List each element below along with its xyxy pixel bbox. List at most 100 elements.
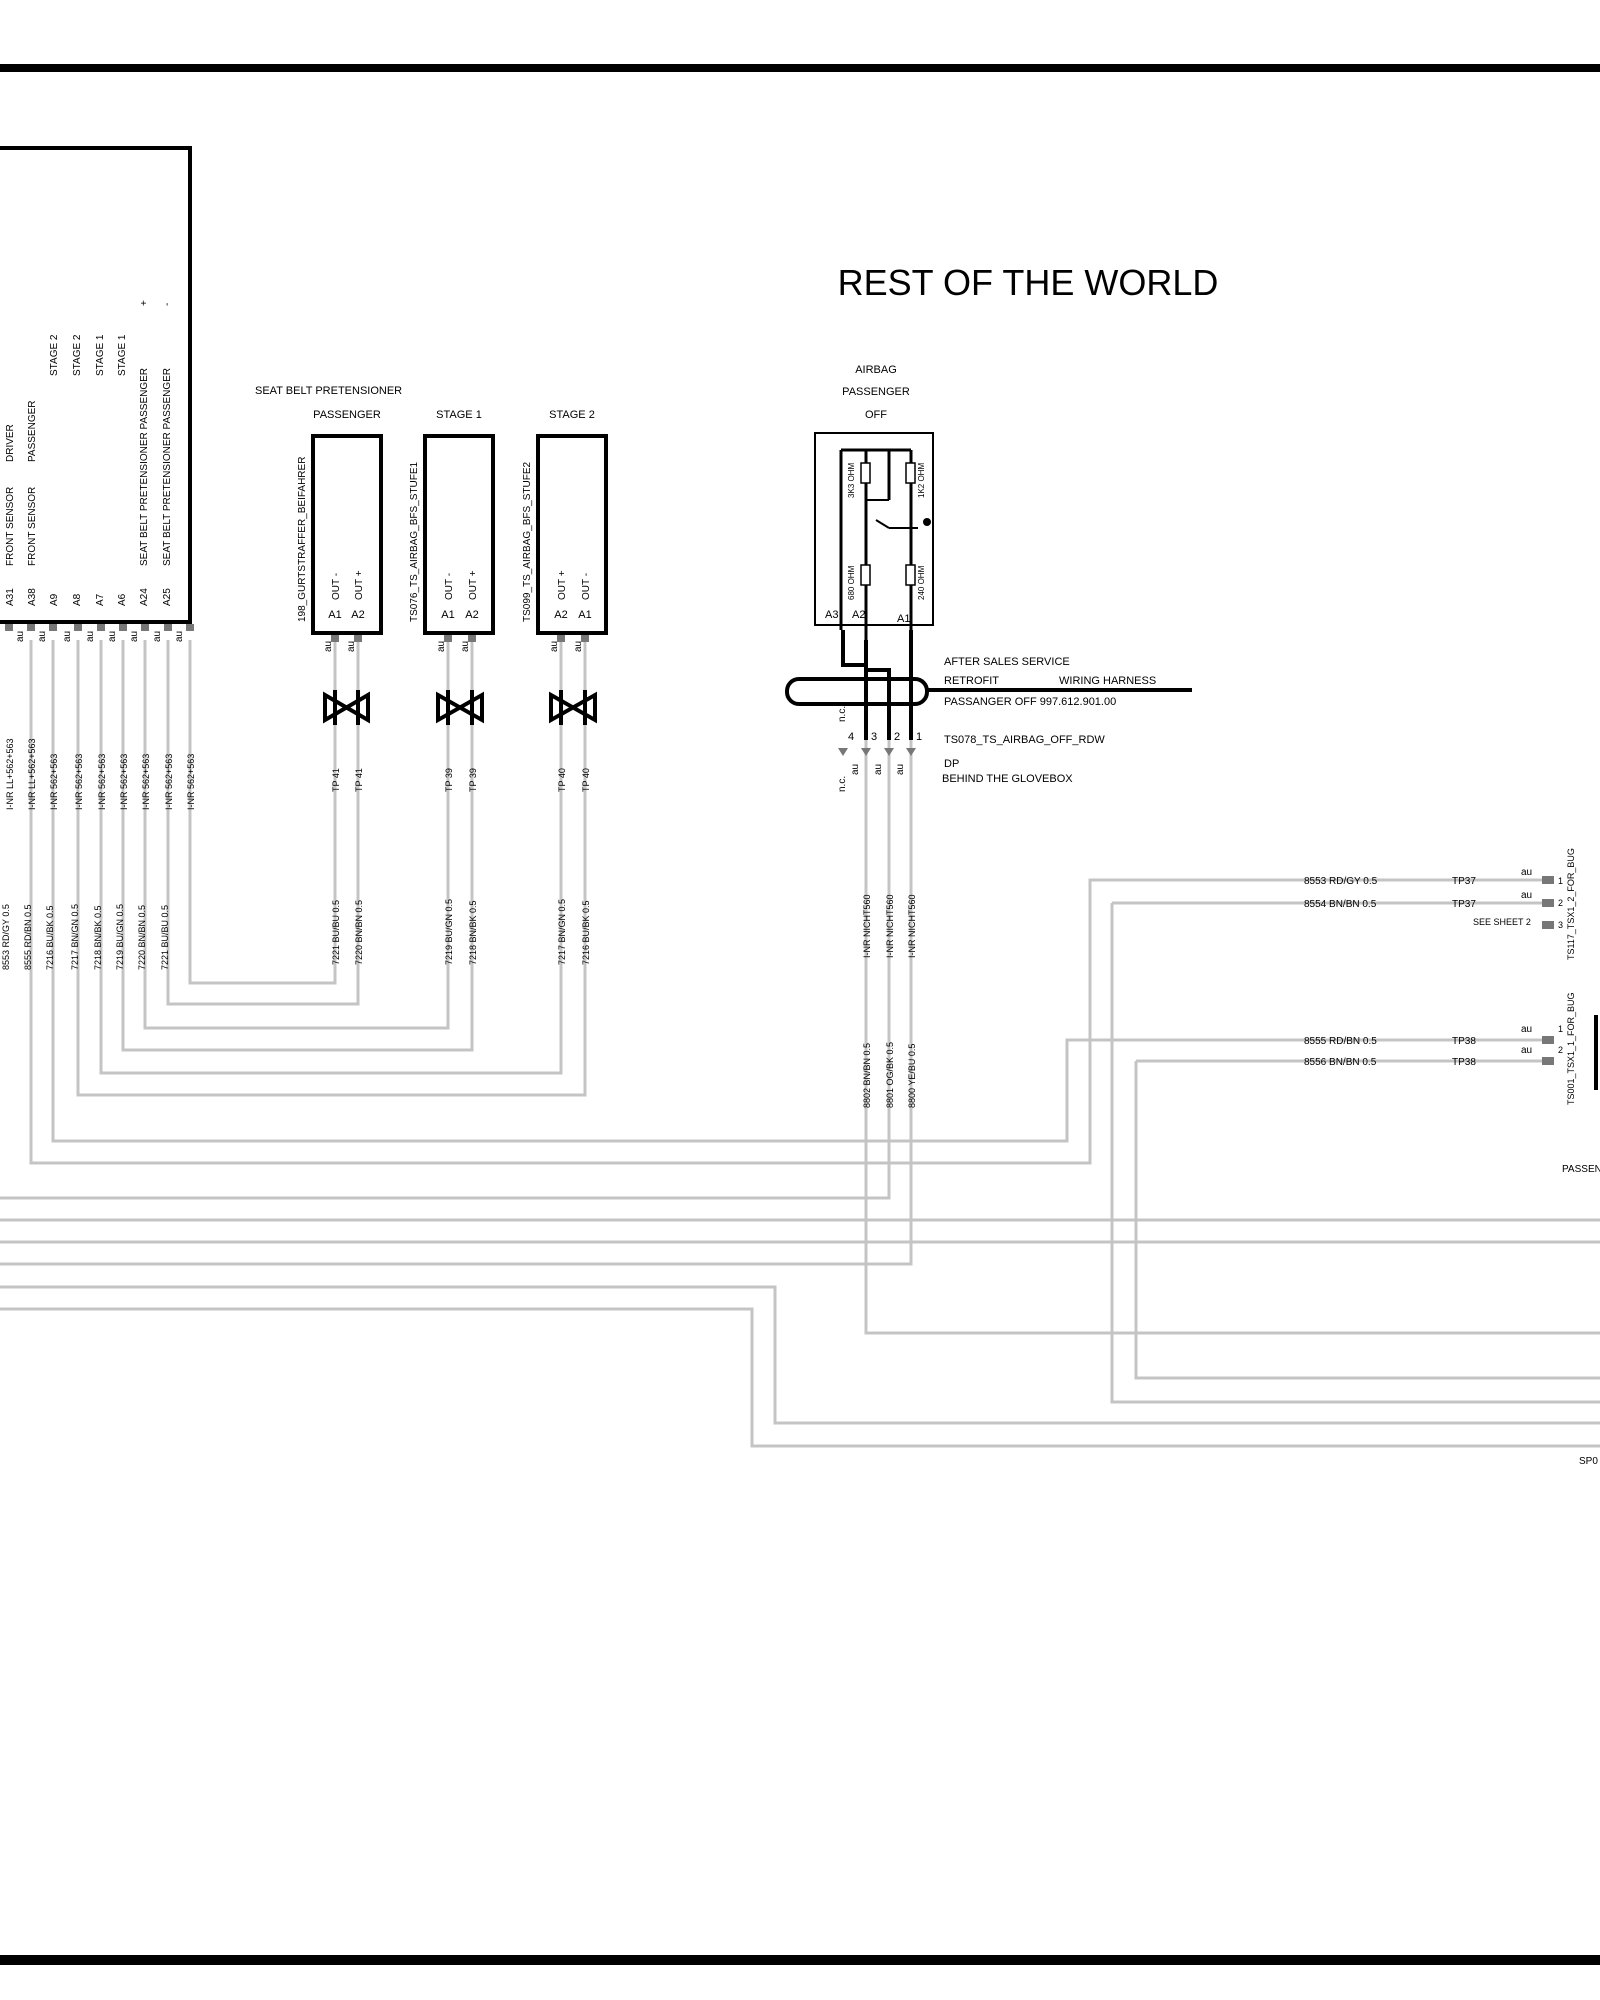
cu-au-6: au [129,631,140,642]
cu-pin-tick-5 [119,624,127,631]
switch-wire-label-2: 8800 YE/BU 0.5 [907,1044,917,1108]
upper-see-sheet: SEE SHEET 2 [1473,917,1531,927]
resistor-label-1k2: 1K2 OHM [917,463,926,498]
switch-conn-pin-4: 4 [848,731,854,743]
cu-pin-a6: A6 [117,593,128,606]
cu-pin-sub-1: PASSENGER [27,401,38,463]
pretensioner-wire-3-1: 7216 BU/BK 0.5 [581,900,591,965]
note-connector-name: TS078_TS_AIRBAG_OFF_RDW [944,734,1105,746]
pretensioner-tp-2-1: TP 39 [468,768,478,792]
switch-conn-tick-3 [906,748,916,756]
switch-au-2: au [895,764,906,775]
switch-conn-tick-2 [884,748,894,756]
cu-wire-label-5: 7219 BU/GN 0.5 [115,904,125,970]
pretensioner-tick-1-0 [331,635,339,642]
cu-pin-pol-6: + [139,300,150,306]
pretensioner-au-3-1: au [573,641,584,652]
cu-pin-sub-0: DRIVER [5,424,16,462]
cu-pin-a24: A24 [139,588,150,606]
cu-wire-code-4: I-NR 562+563 [97,754,107,810]
pretensioner-out-1-1: OUT + [354,570,365,600]
resistor-label-3k3: 3K3 OHM [847,463,856,498]
upper-tp-0: TP37 [1452,876,1476,887]
upper-pin-1: 1 [1558,876,1563,886]
airbag-title-2: PASSENGER [842,386,910,398]
pretensioner-pin-3-1: A1 [578,609,591,621]
resistor-label-240: 240 OHM [917,565,926,600]
cu-pin-a9: A9 [49,593,60,606]
cu-pin-tick-4 [97,624,105,631]
cu-pin-a38: A38 [27,588,38,606]
cu-wire-code-6: I-NR 562+563 [141,754,151,810]
lower-tick-1 [1542,1057,1554,1065]
upper-wire-label-1: 8554 BN/BN 0.5 [1304,899,1377,910]
switch-conn-pin-1: 1 [916,731,922,743]
cu-pin-pol-7: - [162,303,173,306]
lower-wire-label-1: 8556 BN/BN 0.5 [1304,1057,1377,1068]
pretensioner-au-2-1: au [460,641,471,652]
passen-label: PASSEN [1562,1164,1600,1175]
cu-pin-tick-7 [164,624,172,631]
cu-pin-stage-4: STAGE 1 [95,334,106,376]
cu-wire-code-8: I-NR 562+563 [186,754,196,810]
cu-wire-label-1: 8555 RD/BN 0.5 [23,904,33,970]
pretensioner-au-1-1: au [346,641,357,652]
wire-routes [0,640,1600,1448]
pretensioner-au-3-0: au [549,641,560,652]
cu-wire-label-3: 7217 BN/GN 0.5 [70,904,80,970]
note-wiring-harness: WIRING HARNESS [1059,675,1156,687]
note-after-sales: AFTER SALES SERVICE [944,656,1070,668]
cu-au-1: au [15,631,26,642]
pretensioner-out-3-1: OUT - [581,573,592,600]
upper-pin-3: 3 [1558,920,1563,930]
cu-pin-name-1: FRONT SENSOR [27,487,38,566]
cu-pin-name-7: SEAT BELT PRETENSIONER PASSENGER [162,368,173,566]
switch-au-1: au [873,764,884,775]
pretensioner-au-2-0: au [436,641,447,652]
cu-wire-code-5: I-NR 562+563 [119,754,129,810]
pretensioner-pin-3-0: A2 [554,609,567,621]
lower-au-0: au [1521,1024,1532,1035]
cu-pin-stage-5: STAGE 1 [117,334,128,376]
pretensioner-tick-1-1 [354,635,362,642]
pretensioner-tp-1-0: TP 41 [331,768,341,792]
resistor-680 [860,564,871,586]
pretensioner-tick-2-0 [444,635,452,642]
cu-wire-code-7: I-NR 562+563 [164,754,174,810]
pretensioner-tp-1-1: TP 41 [354,768,364,792]
cu-wire-code-2: I-NR 562+563 [49,754,59,810]
pretensioner-pin-2-1: A2 [465,609,478,621]
cu-pin-tick-8 [186,624,194,631]
cu-au-5: au [107,631,118,642]
switch-wire-code-0: I-NR NICHT560 [862,894,872,958]
switch-au-0: au [850,764,861,775]
switch-wire-code-1: I-NR NICHT560 [885,894,895,958]
cu-pin-stage-3: STAGE 2 [72,334,83,376]
upper-tp-1: TP37 [1452,899,1476,910]
lower-au-1: au [1521,1045,1532,1056]
cu-pin-a31: A31 [5,588,16,606]
cu-au-4: au [85,631,96,642]
resistor-240 [905,564,916,586]
pretensioner-out-2-0: OUT - [444,573,455,600]
cu-au-2: au [37,631,48,642]
cu-pin-tick-6 [141,624,149,631]
upper-connector-name: TS117_TSX1_2_FOR_BUG [1566,848,1576,960]
cu-pin-tick-0 [5,624,13,631]
pretensioner-wire-3-0: 7217 BN/GN 0.5 [557,899,567,965]
switch-wire-code-2: I-NR NICHT560 [907,894,917,958]
resistor-1k2 [905,462,916,484]
pretensioner-header-3: STAGE 2 [549,409,595,421]
top-border [0,64,1600,72]
pretensioner-wire-1-0: 7221 BU/BU 0.5 [331,900,341,965]
upper-pin-2: 2 [1558,898,1563,908]
lower-tp-1: TP38 [1452,1057,1476,1068]
switch-nc-top: n.c. [837,706,848,722]
note-part-number: PASSANGER OFF 997.612.901.00 [944,696,1116,708]
pretensioner-tick-3-1 [581,635,589,642]
pretensioner-name-3: TS099_TS_AIRBAG_BFS_STUFE2 [522,461,533,622]
